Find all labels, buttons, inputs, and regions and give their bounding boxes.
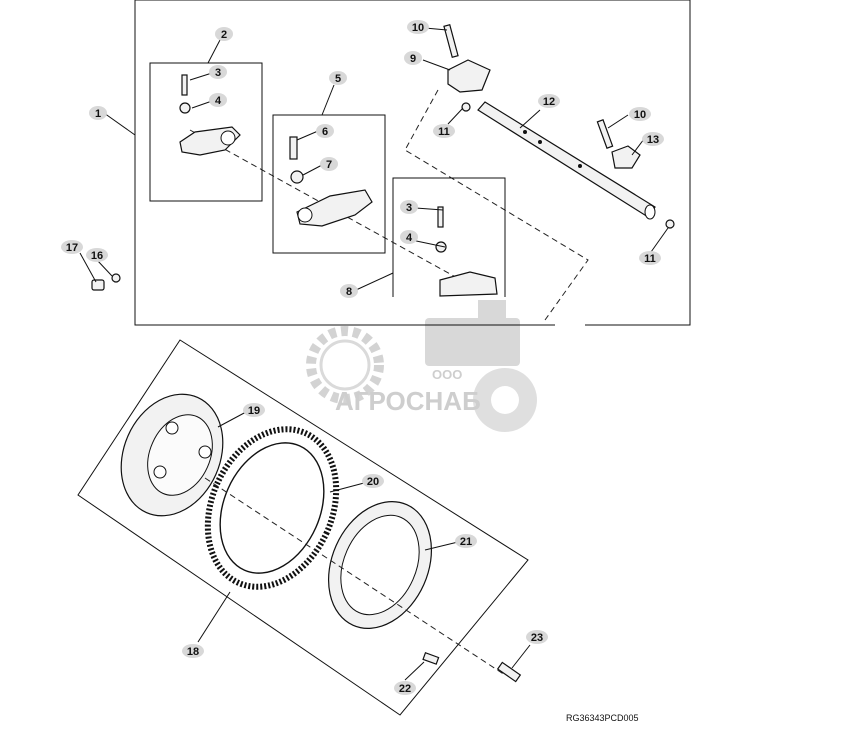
callout-label: 2 xyxy=(221,29,227,41)
bolt-10b xyxy=(596,119,614,149)
callout-label: 16 xyxy=(91,250,103,262)
callout-13: 13 xyxy=(642,132,664,146)
callout-label: 17 xyxy=(66,242,78,254)
callout-20: 20 xyxy=(362,474,384,488)
plug-17 xyxy=(91,279,105,291)
callout-2: 2 xyxy=(215,27,233,41)
callout-9: 9 xyxy=(404,51,422,65)
callout-22: 22 xyxy=(394,681,416,695)
callout-11b: 11 xyxy=(639,251,661,265)
rocker-arm-subassembly-box-8 xyxy=(392,177,506,297)
callout-label: 12 xyxy=(543,96,555,108)
shaft-support-13 xyxy=(611,145,641,169)
callout-label: 11 xyxy=(438,126,450,138)
watermark-name: АГРОСНАБ xyxy=(335,386,481,416)
reference-code: RG36343PCD005 xyxy=(566,713,639,723)
callout-11a: 11 xyxy=(433,124,455,138)
callout-16: 16 xyxy=(86,248,108,262)
rocker-arm-subassembly-box-2 xyxy=(149,62,263,202)
callout-21: 21 xyxy=(455,534,477,548)
callout-label: 3 xyxy=(215,67,221,79)
adjusting-screw-3b xyxy=(437,206,444,228)
ring-gear-20 xyxy=(204,426,340,590)
adjusting-screw-3a xyxy=(181,74,188,96)
shaft-support-9 xyxy=(447,59,491,93)
callout-label: 18 xyxy=(187,646,199,658)
callout-label: 19 xyxy=(248,405,260,417)
watermark: ООО АГРОСНАБ xyxy=(306,300,537,432)
callout-label: 13 xyxy=(647,134,659,146)
callout-label: 9 xyxy=(410,53,416,65)
flywheel-19 xyxy=(120,393,224,517)
plate-21 xyxy=(327,501,433,629)
adjusting-screw-6 xyxy=(289,136,298,160)
bolt-23 xyxy=(496,661,522,683)
callout-1: 1 xyxy=(89,106,107,120)
callout-label: 21 xyxy=(460,536,472,548)
callout-label: 4 xyxy=(406,232,413,244)
callout-8: 8 xyxy=(340,284,358,298)
callout-label: 10 xyxy=(634,109,646,121)
callout-17: 17 xyxy=(61,240,83,254)
callout-label: 22 xyxy=(399,683,411,695)
callout-5: 5 xyxy=(329,71,347,85)
callout-label: 10 xyxy=(412,22,424,34)
watermark-prefix: ООО xyxy=(432,367,462,382)
washer-16 xyxy=(111,273,121,283)
callout-7: 7 xyxy=(320,157,338,171)
nut-7 xyxy=(290,170,304,184)
nut-4a xyxy=(179,102,191,114)
callout-label: 5 xyxy=(335,73,341,85)
rocker-arm-left xyxy=(179,126,241,156)
callout-4a: 4 xyxy=(209,93,227,107)
callout-18: 18 xyxy=(182,644,204,658)
rocker-arm-center xyxy=(296,189,373,227)
callout-label: 20 xyxy=(367,476,379,488)
callout-12: 12 xyxy=(538,94,560,108)
plug-11a xyxy=(461,102,471,112)
callout-10a: 10 xyxy=(407,20,429,34)
callout-label: 23 xyxy=(531,632,543,644)
callout-label: 8 xyxy=(346,286,352,298)
callout-3a: 3 xyxy=(209,65,227,79)
flywheel-assembly-frame xyxy=(77,339,529,716)
rocker-arm-assembly-frame xyxy=(134,0,691,326)
bolt-22 xyxy=(422,652,440,665)
callout-label: 1 xyxy=(95,108,101,120)
rocker-arm-subassembly-box-5 xyxy=(272,114,386,254)
callout-label: 11 xyxy=(644,253,656,265)
callout-label: 7 xyxy=(326,159,332,171)
callout-label: 4 xyxy=(215,95,222,107)
callout-19: 19 xyxy=(243,403,265,417)
leader-lines xyxy=(79,27,669,681)
gear-logo-icon xyxy=(306,326,384,404)
callout-10b: 10 xyxy=(629,107,651,121)
callout-6: 6 xyxy=(316,124,334,138)
plug-11b xyxy=(665,219,675,229)
callout-4b: 4 xyxy=(400,230,418,244)
callout-label: 3 xyxy=(406,202,412,214)
callout-3b: 3 xyxy=(400,200,418,214)
nut-4b xyxy=(435,241,447,253)
bolt-10a xyxy=(443,24,459,58)
callout-label: 6 xyxy=(322,126,328,138)
rocker-shaft-12 xyxy=(477,101,656,220)
tractor-logo-icon xyxy=(425,300,537,432)
rocker-arm-right xyxy=(439,271,498,297)
callout-23: 23 xyxy=(526,630,548,644)
